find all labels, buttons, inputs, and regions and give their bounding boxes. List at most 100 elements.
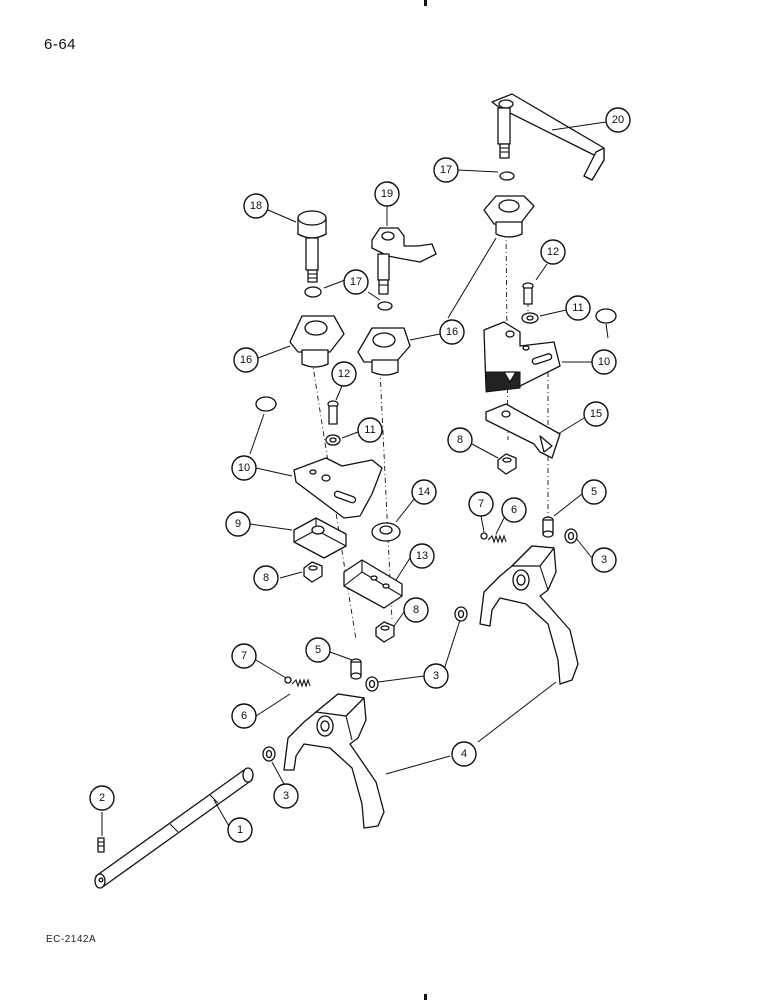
svg-text:8: 8 <box>457 434 463 446</box>
svg-text:17: 17 <box>440 164 452 176</box>
part-nut-8-left <box>303 561 323 583</box>
part-snap-ring-3-upper-right <box>564 528 578 544</box>
callout-5-right: 5 <box>581 479 607 505</box>
callout-9: 9 <box>225 511 251 537</box>
part-ball-7-left <box>284 676 292 684</box>
part-washer-11-left <box>325 434 341 446</box>
callout-5-left: 5 <box>305 637 331 663</box>
callout-13: 13 <box>409 543 435 569</box>
svg-text:20: 20 <box>612 114 624 126</box>
part-circlip-17-top <box>499 171 515 181</box>
svg-text:5: 5 <box>315 644 321 656</box>
svg-text:17: 17 <box>350 276 362 288</box>
svg-text:15: 15 <box>590 408 602 420</box>
part-ball-7-right <box>480 532 488 540</box>
part-set-screw-2 <box>97 837 105 853</box>
part-snap-ring-3-shaft <box>262 746 276 762</box>
callout-10-left: 10 <box>231 455 257 481</box>
callout-16-left: 16 <box>233 347 259 373</box>
part-dowel-5-right <box>542 516 554 538</box>
part-nut-8-bottom <box>375 621 395 643</box>
callout-8-bottom: 8 <box>403 597 429 623</box>
part-shaft-1 <box>94 767 254 889</box>
callout-6-left: 6 <box>231 703 257 729</box>
svg-text:3: 3 <box>433 670 439 682</box>
part-lever-20 <box>491 93 605 181</box>
callout-17-left: 17 <box>343 269 369 295</box>
part-washer-11-right <box>521 312 539 324</box>
part-bolt-12-left <box>327 400 339 425</box>
callout-8-right: 8 <box>447 427 473 453</box>
svg-text:9: 9 <box>235 518 241 530</box>
svg-text:7: 7 <box>241 650 247 662</box>
svg-text:8: 8 <box>263 572 269 584</box>
callout-11-right: 11 <box>565 295 591 321</box>
part-disc-10-right <box>595 308 617 324</box>
svg-text:7: 7 <box>478 498 484 510</box>
part-bushing-16-left <box>289 315 345 368</box>
svg-text:3: 3 <box>283 790 289 802</box>
callout-7-right: 7 <box>468 491 494 517</box>
figure-reference-code: EC-2142A <box>46 934 97 945</box>
part-spring-6-right <box>487 534 507 544</box>
crop-mark-bottom <box>424 994 427 1000</box>
svg-text:12: 12 <box>547 246 559 258</box>
part-circlip-17-mid <box>377 301 393 311</box>
callout-14: 14 <box>411 479 437 505</box>
part-bushing-16-right <box>483 195 535 238</box>
part-snap-ring-3-mid <box>454 606 468 622</box>
svg-text:16: 16 <box>446 326 458 338</box>
callout-6-right: 6 <box>501 497 527 523</box>
callout-15: 15 <box>583 401 609 427</box>
callout-3-shaft: 3 <box>273 783 299 809</box>
part-nut-8-right <box>497 453 517 475</box>
part-ring-14 <box>371 522 401 542</box>
part-plate-10-left <box>293 457 383 519</box>
callout-18: 18 <box>243 193 269 219</box>
page-number: 6-64 <box>44 36 77 53</box>
callout-2: 2 <box>89 785 115 811</box>
callout-1: 1 <box>227 817 253 843</box>
callout-4: 4 <box>451 741 477 767</box>
callout-17-top: 17 <box>433 157 459 183</box>
callout-11-left: 11 <box>357 417 383 443</box>
part-spacer-plate-9 <box>293 517 347 559</box>
part-bolt-12-right <box>522 282 534 305</box>
callout-12-right: 12 <box>540 239 566 265</box>
part-lock-plate-15 <box>485 403 561 459</box>
leader-lines <box>101 121 609 836</box>
part-bracket-pin-19 <box>371 227 437 295</box>
part-shift-fork-4-left <box>283 693 385 829</box>
svg-text:1: 1 <box>237 824 243 836</box>
svg-text:5: 5 <box>591 486 597 498</box>
svg-text:6: 6 <box>241 710 247 722</box>
svg-text:14: 14 <box>418 486 430 498</box>
callout-12-left: 12 <box>331 361 357 387</box>
callout-10-right: 10 <box>591 349 617 375</box>
svg-text:12: 12 <box>338 368 350 380</box>
svg-text:3: 3 <box>601 554 607 566</box>
callout-3-upper-right: 3 <box>591 547 617 573</box>
svg-text:13: 13 <box>416 550 428 562</box>
part-circlip-17-left <box>304 286 322 298</box>
svg-text:18: 18 <box>250 200 262 212</box>
svg-text:8: 8 <box>413 604 419 616</box>
svg-text:6: 6 <box>511 504 517 516</box>
part-dowel-5-left <box>350 658 362 680</box>
part-spring-6-left <box>291 678 311 688</box>
crop-mark-top <box>424 0 427 6</box>
part-pin-18 <box>297 210 327 283</box>
svg-text:10: 10 <box>238 462 250 474</box>
part-disc-10-left <box>255 396 277 412</box>
part-snap-ring-3-left <box>365 676 379 692</box>
part-plate-10-right <box>483 321 561 393</box>
callout-3-mid: 3 <box>423 663 449 689</box>
callout-20: 20 <box>605 107 631 133</box>
svg-text:16: 16 <box>240 354 252 366</box>
callout-16-mid: 16 <box>439 319 465 345</box>
callout-8-left: 8 <box>253 565 279 591</box>
svg-text:2: 2 <box>99 792 105 804</box>
svg-text:11: 11 <box>572 302 583 314</box>
part-bushing-16-mid <box>357 327 411 376</box>
